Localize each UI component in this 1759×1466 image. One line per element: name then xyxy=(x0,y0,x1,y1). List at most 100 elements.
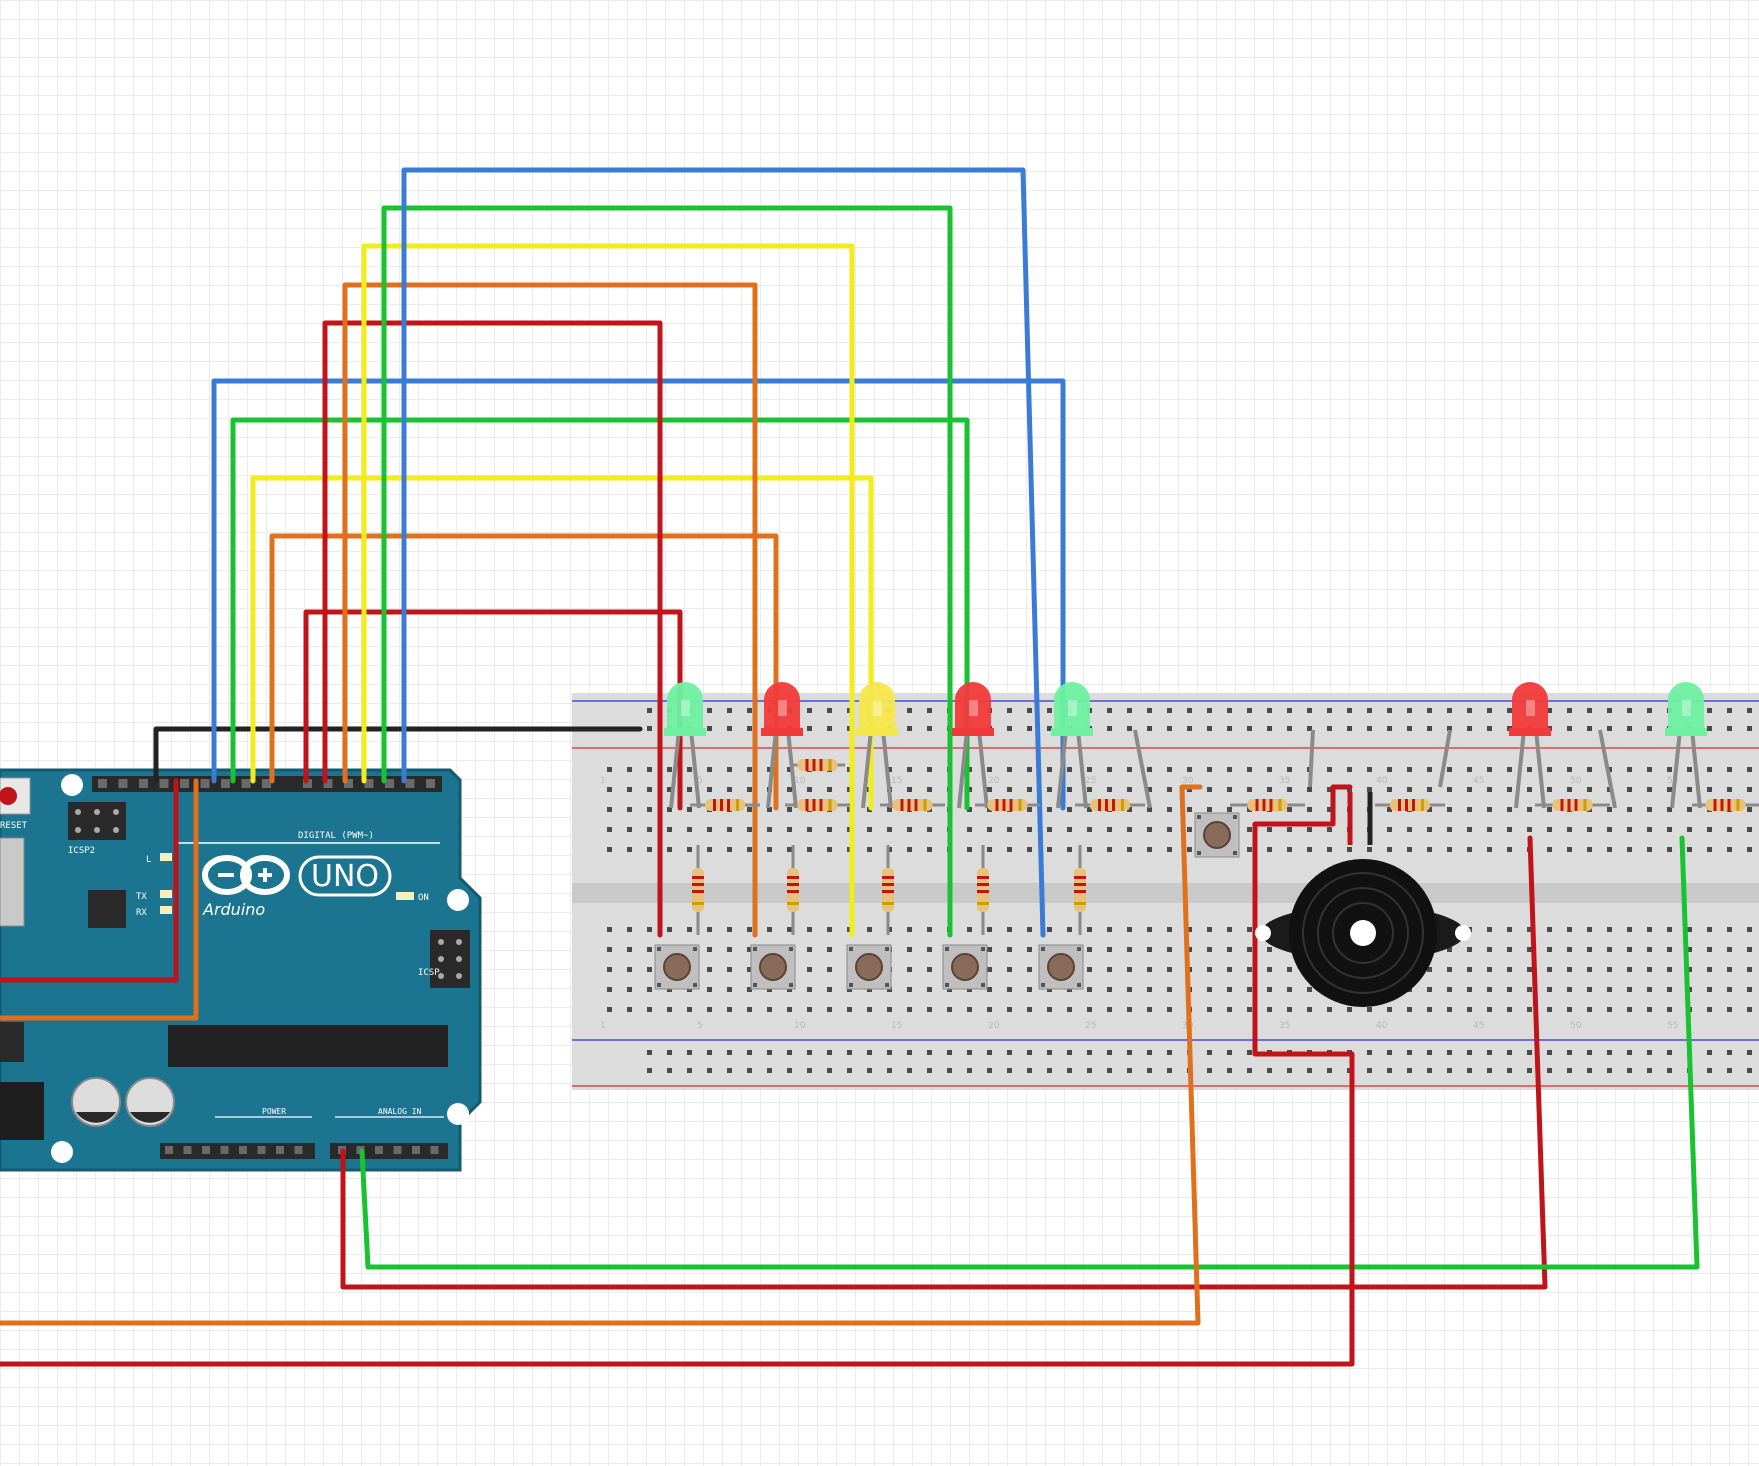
uno-badge xyxy=(298,855,392,897)
header-pin xyxy=(426,779,435,788)
wire-blue-2 xyxy=(401,167,1046,938)
board-pcb xyxy=(0,768,482,1172)
resistor xyxy=(787,845,799,935)
piezo-buzzer xyxy=(1255,792,1471,1007)
wire-blue-1 xyxy=(211,378,1066,811)
header-pin xyxy=(220,1146,229,1154)
column-number: 20 xyxy=(988,776,1000,786)
column-number: 50 xyxy=(1570,1021,1582,1031)
header-pin xyxy=(118,779,128,788)
push-button xyxy=(1194,812,1240,858)
top-rail-holes xyxy=(632,704,1759,740)
header-pin xyxy=(183,1146,192,1154)
header-pin xyxy=(165,1146,173,1154)
terminal-holes-top xyxy=(592,766,1759,866)
power-label: POWER xyxy=(262,1107,286,1116)
led xyxy=(1509,682,1551,809)
mounting-hole xyxy=(61,774,83,796)
column-number: 40 xyxy=(1376,1021,1388,1031)
power-jack xyxy=(0,1082,44,1140)
column-number: 10 xyxy=(794,1021,806,1031)
wire-green-2 xyxy=(381,205,953,938)
wire-red-4 xyxy=(340,835,1548,1290)
column-number: 25 xyxy=(1085,1021,1096,1031)
column-number: 10 xyxy=(794,776,806,786)
icsp-header xyxy=(430,930,470,988)
resistor xyxy=(1075,799,1145,811)
tx-label: TX xyxy=(136,892,147,902)
digital-label: DIGITAL (PWM~) xyxy=(298,831,374,841)
push-button xyxy=(846,944,892,990)
column-number: 25 xyxy=(1085,776,1096,786)
rx-led xyxy=(160,906,172,914)
mounting-hole xyxy=(51,1141,73,1163)
wire-green-1 xyxy=(230,417,970,811)
header-pin xyxy=(257,1146,266,1154)
usb-connector xyxy=(0,837,25,927)
header-pin xyxy=(159,779,169,788)
uno-label: UNO xyxy=(311,859,379,894)
column-number: 45 xyxy=(1473,776,1484,786)
on-label: ON xyxy=(418,893,429,903)
header-pin xyxy=(180,779,189,788)
header-pin xyxy=(276,1146,284,1154)
push-button xyxy=(750,944,796,990)
usb-chip xyxy=(88,890,126,928)
wire-orange-5 xyxy=(0,784,1203,1326)
column-number: 35 xyxy=(1279,1021,1290,1031)
led xyxy=(1051,682,1093,809)
push-button xyxy=(1038,944,1084,990)
digital-header-pins xyxy=(98,779,435,788)
column-number: 1 xyxy=(600,776,606,786)
header-pin xyxy=(430,1146,439,1154)
push-button xyxy=(942,944,988,990)
column-number: 15 xyxy=(891,776,902,786)
resistor xyxy=(880,799,945,811)
column-number: 20 xyxy=(988,1021,1000,1031)
wire-red-3 xyxy=(0,778,179,983)
l-label: L xyxy=(146,855,151,865)
jumper-leg xyxy=(1438,729,1452,788)
wire-red-5 xyxy=(0,784,1355,1367)
resistor xyxy=(692,845,704,935)
header-pin xyxy=(262,779,271,788)
header-pin xyxy=(139,779,148,788)
header-pin xyxy=(98,779,107,788)
rx-label: RX xyxy=(136,908,147,918)
header-pin xyxy=(202,1146,210,1154)
header-pin xyxy=(200,779,210,788)
wires xyxy=(0,167,1700,1367)
header-pin xyxy=(375,1146,383,1154)
column-number: 50 xyxy=(1570,776,1582,786)
column-number: 55 xyxy=(1667,1021,1678,1031)
wire-yellow-2 xyxy=(361,243,855,938)
column-number: 1 xyxy=(600,1021,606,1031)
resistor xyxy=(1375,799,1445,811)
header-pin xyxy=(303,779,312,788)
led xyxy=(761,682,803,809)
resistor xyxy=(1692,799,1759,811)
resistor xyxy=(1230,799,1305,811)
column-number: 35 xyxy=(1279,776,1290,786)
header-pin xyxy=(344,779,353,788)
wire-yellow-1 xyxy=(250,475,874,811)
header-pin xyxy=(239,1146,247,1154)
icsp-label: ICSP xyxy=(418,968,440,978)
led xyxy=(952,682,994,809)
mounting-hole xyxy=(447,889,469,911)
resistor xyxy=(975,799,1040,811)
wire-orange-2 xyxy=(342,282,758,938)
wire-orange-1 xyxy=(269,533,779,811)
resistor xyxy=(977,845,989,935)
on-led xyxy=(396,892,414,900)
breadboard: 1155101015152020252530303535404045455050… xyxy=(572,693,1759,1090)
arduino-logo xyxy=(202,855,290,895)
resistor xyxy=(785,799,850,811)
header-pin xyxy=(294,1146,303,1154)
column-number: 40 xyxy=(1376,776,1388,786)
l-led xyxy=(160,853,172,861)
header-pin xyxy=(364,779,374,788)
led xyxy=(856,682,898,809)
resistor xyxy=(882,845,894,935)
